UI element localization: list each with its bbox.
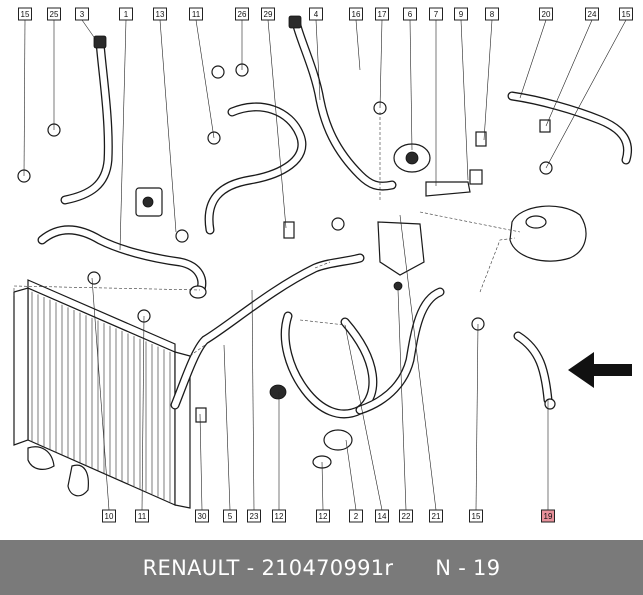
callout-bottom-3: 5 [223,509,237,523]
callout-top-6: 26 [235,7,249,21]
callout-bottom-7: 2 [349,509,363,523]
hose-10 [37,225,207,299]
callout-label: 26 [238,10,247,19]
hose-19 [513,331,553,405]
callout-top-14: 8 [485,7,499,21]
callout-bottom-2: 30 [195,509,209,523]
callout-label: 4 [314,10,319,19]
callout-label: 30 [198,512,207,521]
callout-label: 15 [472,512,481,521]
callout-top-1: 25 [47,7,61,21]
callout-bottom-12: 19 [541,509,555,523]
callout-bottom-11: 15 [469,509,483,523]
callout-label: 21 [432,512,441,521]
callout-label: 11 [192,10,201,19]
hose-3 [60,35,113,205]
callout-label: 15 [21,10,30,19]
thermostat-housing [377,221,425,291]
callout-bottom-5: 12 [272,509,286,523]
callout-bottom-1: 11 [135,509,149,523]
hose-4 [288,15,397,191]
callout-label: 8 [490,10,495,19]
hose-2 [269,287,445,469]
callout-bottom-9: 22 [399,509,413,523]
callout-top-12: 7 [429,7,443,21]
callout-label: 19 [544,512,553,521]
callout-bottom-10: 21 [429,509,443,523]
callout-top-7: 29 [261,7,275,21]
callout-label: 9 [459,10,464,19]
callout-label: 25 [50,10,59,19]
callout-label: 6 [408,10,413,19]
callout-label: 15 [622,10,631,19]
callout-bottom-8: 14 [375,509,389,523]
callout-top-17: 15 [619,7,633,21]
callout-label: 1 [124,10,129,19]
callout-label: 12 [319,512,328,521]
hose-20 [507,91,632,165]
callout-top-10: 17 [375,7,389,21]
bracket [425,169,483,197]
callout-label: 3 [80,10,85,19]
valve [135,187,163,217]
hose-11 [204,102,307,235]
callout-top-11: 6 [403,7,417,21]
callout-top-16: 24 [585,7,599,21]
callout-label: 5 [228,512,233,521]
cooling-hose-diagram: 15 25 3 1 13 11 26 29 4 16 17 6 7 9 8 20 24 15 10 11 30 5 23 12… [13,7,633,523]
callout-bottom-4: 23 [247,509,261,523]
callout-label: 23 [250,512,259,521]
callout-top-5: 11 [189,7,203,21]
direction-arrow [568,352,632,388]
callout-top-8: 4 [309,7,323,21]
callout-label: 2 [354,512,359,521]
callout-top-15: 20 [539,7,553,21]
callout-label: 16 [352,10,361,19]
callout-label: 20 [542,10,551,19]
callout-top-3: 1 [119,7,133,21]
callout-bottom-0: 10 [102,509,116,523]
callout-top-13: 9 [454,7,468,21]
callout-bottom-6: 12 [316,509,330,523]
callout-label: 29 [264,10,273,19]
water-pump [393,143,431,173]
callout-top-4: 13 [153,7,167,21]
callout-top-0: 15 [18,7,32,21]
callout-label: 13 [156,10,165,19]
radiator [13,279,191,509]
callout-label: 24 [588,10,597,19]
expansion-tank [509,205,587,262]
callout-label: 22 [402,512,411,521]
callout-label: 14 [378,512,387,521]
callout-label: 7 [434,10,439,19]
brackets-lower-left [27,446,89,497]
callout-label: 10 [105,512,114,521]
callout-label: 17 [378,10,387,19]
callout-top-2: 3 [75,7,89,21]
callout-label: 11 [138,512,147,521]
footer-text: RENAULT - 210470991r N - 19 [142,555,501,580]
footer: RENAULT - 210470991r N - 19 [0,540,643,595]
callout-top-9: 16 [349,7,363,21]
pipe-5 [170,253,365,410]
callout-label: 12 [275,512,284,521]
